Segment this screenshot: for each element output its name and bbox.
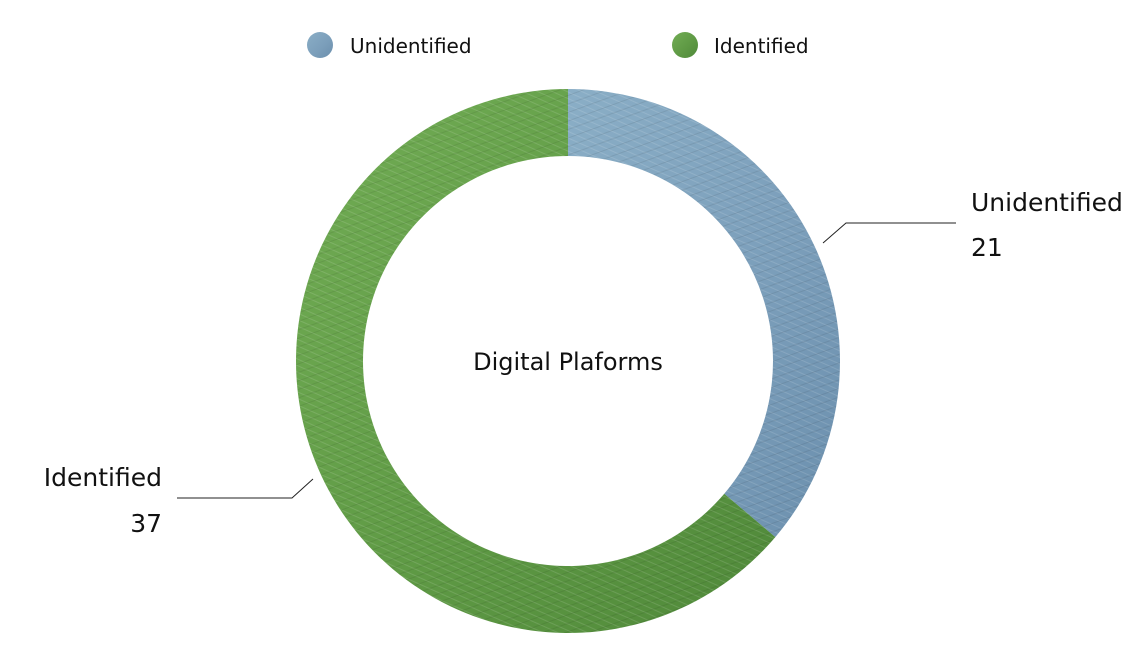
donut-group bbox=[296, 88, 841, 633]
slice-texture-dark-identified bbox=[296, 88, 776, 633]
data-label-name-unidentified: Unidentified bbox=[971, 188, 1123, 217]
data-label-value-unidentified: 21 bbox=[971, 233, 1003, 262]
slice-texture-dark-unidentified bbox=[568, 89, 841, 538]
center-label: Digital Plaforms bbox=[473, 348, 663, 376]
data-label-name-identified: Identified bbox=[44, 463, 162, 492]
leader-line-unidentified bbox=[822, 222, 956, 244]
legend-label-identified[interactable]: Identified bbox=[714, 34, 809, 58]
legend-label-unidentified[interactable]: Unidentified bbox=[350, 34, 472, 58]
leader-line-identified bbox=[177, 478, 314, 499]
legend-marker-unidentified[interactable] bbox=[307, 32, 333, 58]
data-label-value-identified: 37 bbox=[130, 509, 162, 538]
legend-marker-identified[interactable] bbox=[672, 32, 698, 58]
